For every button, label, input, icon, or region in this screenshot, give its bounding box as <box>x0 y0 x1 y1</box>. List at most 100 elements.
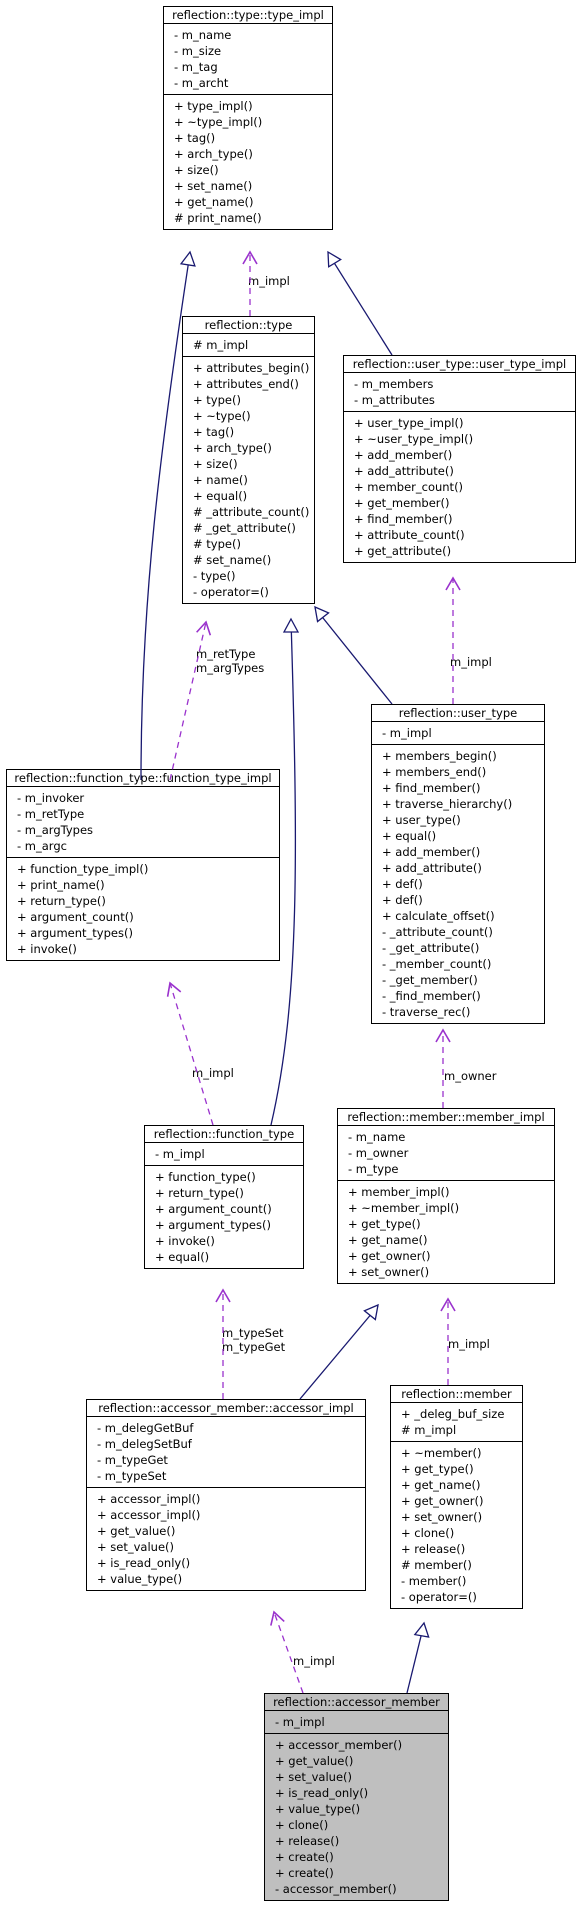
class-attribute: - m_invoker <box>17 791 85 805</box>
class-methods-section: + user_type_impl()+ ~user_type_impl()+ a… <box>344 411 575 562</box>
class-method: + get_type() <box>401 1462 474 1476</box>
class-attribute: - m_attributes <box>354 393 435 407</box>
class-method: # set_name() <box>193 553 272 567</box>
association-arrowhead <box>166 981 182 997</box>
class-method: - _member_count() <box>382 957 492 971</box>
class-method: - _attribute_count() <box>382 925 493 939</box>
edge-label-line: m_typeGet <box>222 1340 286 1354</box>
edge-label-line: m_impl <box>450 655 492 669</box>
class-method: + member_impl() <box>348 1185 450 1199</box>
class-method: + attributes_end() <box>193 377 299 391</box>
edge-label-line: m_typeSet <box>222 1326 284 1340</box>
class-method: + accessor_impl() <box>97 1492 201 1506</box>
class-method: + function_type_impl() <box>17 862 149 876</box>
edge-label-line: m_impl <box>248 274 290 288</box>
class-box-user-type: reflection::user_type- m_impl+ members_b… <box>371 704 545 1024</box>
class-attribute: + _deleg_buf_size <box>401 1407 505 1421</box>
class-method: + argument_types() <box>155 1218 271 1232</box>
edge-label-line: m_impl <box>448 1337 490 1351</box>
class-method: + argument_count() <box>17 910 134 924</box>
class-method: - _get_attribute() <box>382 941 480 955</box>
class-methods-section: + accessor_member()+ get_value()+ set_va… <box>265 1733 448 1900</box>
class-attributes-section: - m_impl <box>145 1143 303 1165</box>
class-method: + release() <box>275 1834 340 1848</box>
edge-label: m_impl <box>448 1337 490 1351</box>
class-method: + add_attribute() <box>382 861 482 875</box>
edge-label: m_impl <box>248 274 290 288</box>
class-method: + def() <box>382 877 423 891</box>
class-method: + attribute_count() <box>354 528 465 542</box>
class-box-function-type-impl: reflection::function_type::function_type… <box>6 769 280 961</box>
class-attribute: - m_archt <box>174 76 229 90</box>
class-title: reflection::function_type::function_type… <box>7 770 279 787</box>
class-method: + arch_type() <box>193 441 272 455</box>
class-method: + find_member() <box>354 512 453 526</box>
class-attributes-section: - m_impl <box>265 1711 448 1733</box>
class-method: + get_value() <box>97 1524 176 1538</box>
class-method: + get_name() <box>348 1233 428 1247</box>
inheritance-line <box>327 252 393 356</box>
class-box-member: reflection::member+ _deleg_buf_size# m_i… <box>390 1385 523 1609</box>
class-attribute: - m_size <box>174 44 222 58</box>
class-method: + attributes_begin() <box>193 361 310 375</box>
class-method: + get_value() <box>275 1754 354 1768</box>
class-method: - operator=() <box>193 585 269 599</box>
class-attribute: # m_impl <box>193 338 249 352</box>
class-method: + set_name() <box>174 179 253 193</box>
class-method: + add_member() <box>382 845 481 859</box>
class-title: reflection::user_type::user_type_impl <box>344 356 575 373</box>
class-box-type: reflection::type# m_impl+ attributes_beg… <box>182 316 315 604</box>
class-method: + find_member() <box>382 781 481 795</box>
class-method: + set_value() <box>275 1770 353 1784</box>
class-title: reflection::accessor_member::accessor_im… <box>87 1400 365 1417</box>
class-method: + clone() <box>275 1818 329 1832</box>
class-method: + traverse_hierarchy() <box>382 797 513 811</box>
class-method: + size() <box>193 457 238 471</box>
class-methods-section: + attributes_begin() + attributes_end() + … <box>183 356 314 603</box>
class-attribute: - m_members <box>354 377 434 391</box>
class-attribute: - m_retType <box>17 807 85 821</box>
edge-label-line: m_impl <box>192 1066 234 1080</box>
class-method: - operator=() <box>401 1590 477 1604</box>
class-box-member-impl: reflection::member::member_impl- m_name-… <box>337 1108 555 1284</box>
class-attributes-section: - m_invoker- m_retType- m_argTypes- m_ar… <box>7 787 279 857</box>
inheritance-arrowhead <box>282 617 300 633</box>
association-arrowhead <box>435 1028 451 1043</box>
class-method: - accessor_member() <box>275 1882 397 1896</box>
class-method: - member() <box>401 1574 467 1588</box>
class-attribute: - m_delegGetBuf <box>97 1421 194 1435</box>
class-attributes-section: - m_impl <box>372 722 544 744</box>
class-box-accessor-member: reflection::accessor_member- m_impl+ acc… <box>264 1693 449 1901</box>
class-title: reflection::type <box>183 317 314 334</box>
class-attribute: - m_name <box>174 28 232 42</box>
association-line <box>169 982 214 1126</box>
class-method: + is_read_only() <box>97 1556 191 1570</box>
class-methods-section: + function_type()+ return_type()+ argume… <box>145 1165 303 1268</box>
class-methods-section: + accessor_impl()+ accessor_impl()+ get_… <box>87 1487 365 1590</box>
association-line <box>169 621 207 781</box>
class-method: + return_type() <box>155 1186 244 1200</box>
class-method: + create() <box>275 1850 334 1864</box>
class-attribute: - m_impl <box>155 1147 205 1161</box>
class-method: + add_attribute() <box>354 464 454 478</box>
class-title: reflection::member::member_impl <box>338 1109 554 1126</box>
class-method: + equal() <box>193 489 248 503</box>
class-attribute: - m_type <box>348 1162 399 1176</box>
class-methods-section: + members_begin()+ members_end()+ find_m… <box>372 744 544 1023</box>
inheritance-line <box>406 1623 425 1694</box>
class-method: + invoke() <box>155 1234 215 1248</box>
class-method: + ~user_type_impl() <box>354 432 474 446</box>
class-method: + release() <box>401 1542 466 1556</box>
class-title: reflection::user_type <box>372 705 544 722</box>
class-method: + is_read_only() <box>275 1786 369 1800</box>
class-attribute: - m_argc <box>17 839 67 853</box>
class-method: + create() <box>275 1866 334 1880</box>
class-attribute: - m_typeGet <box>97 1453 168 1467</box>
association-arrowhead <box>215 1288 231 1303</box>
edge-label: m_impl <box>192 1066 234 1080</box>
class-method: + members_end() <box>382 765 487 779</box>
class-method: + get_attribute() <box>354 544 452 558</box>
inheritance-arrowhead <box>363 1303 379 1321</box>
class-attributes-section: - m_name- m_owner- m_type <box>338 1126 554 1180</box>
class-attribute: - m_tag <box>174 60 218 74</box>
